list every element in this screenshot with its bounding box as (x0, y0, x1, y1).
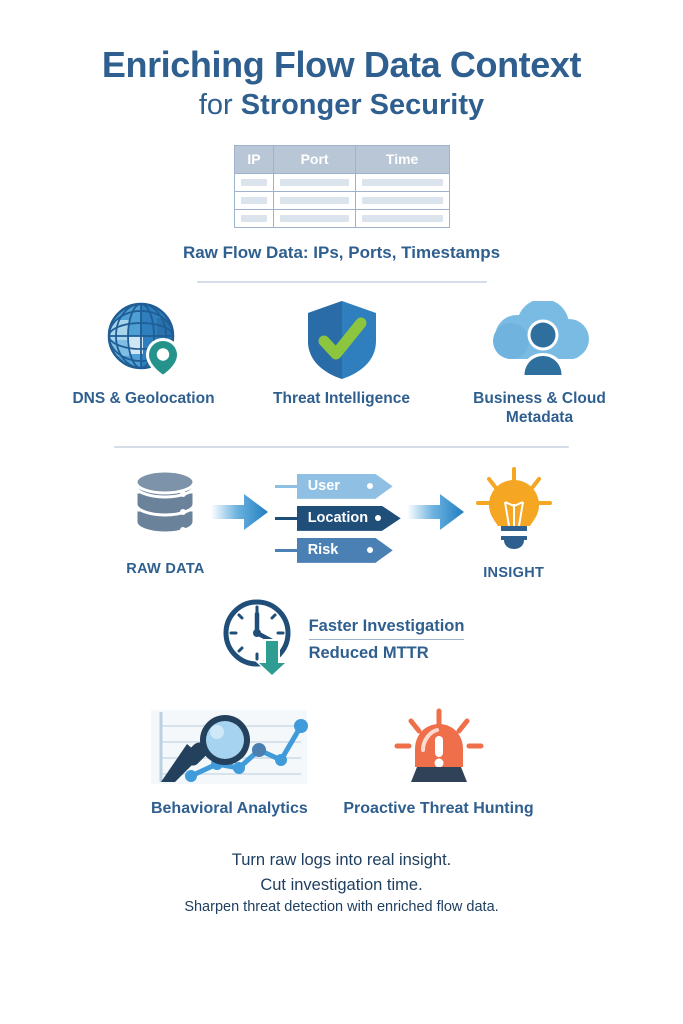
footer-line-3: Sharpen threat detection with enriched f… (184, 899, 499, 916)
placeholder-bar (240, 215, 268, 223)
pipeline-arrow-2 (406, 466, 465, 537)
source-threat-intelligence: Threat Intelligence (262, 297, 422, 428)
benefit-line-2: Reduced MTTR (308, 644, 429, 663)
benefit-block: Faster Investigation Reduced MTTR (0, 597, 683, 684)
divider-top (196, 281, 487, 284)
divider-middle (114, 445, 569, 448)
placeholder-bar (361, 197, 443, 205)
enrichment-sources: DNS & Geolocation Threat Intelligence (0, 297, 683, 428)
source-dns-geolocation: DNS & Geolocation (64, 297, 224, 428)
table-row (233, 209, 450, 229)
table-cell (273, 173, 356, 193)
placeholder-bar (280, 215, 349, 223)
benefit-text: Faster Investigation Reduced MTTR (308, 617, 465, 663)
placeholder-bar (361, 215, 443, 223)
placeholder-bar (280, 197, 349, 205)
tag-risk: Risk (296, 537, 393, 563)
chart-magnifier-icon (149, 706, 309, 786)
tag-row-user: User (274, 473, 401, 499)
tag-row-location: Location (274, 505, 401, 531)
title-line-2: for Stronger Security (0, 87, 683, 125)
raw-flow-caption: Raw Flow Data: IPs, Ports, Timestamps (182, 243, 501, 263)
table-cell (233, 191, 275, 211)
outcome-label-threat-hunting: Proactive Threat Hunting (343, 799, 534, 817)
tag-label-location: Location (307, 510, 369, 527)
placeholder-bar (280, 179, 349, 187)
table-row (233, 173, 450, 193)
footer-text: Turn raw logs into real insight. Cut inv… (0, 848, 683, 919)
table-header-row: IP Port Time (233, 145, 450, 175)
tag-location: Location (296, 505, 401, 531)
tag-dot (366, 547, 373, 554)
table-header-time: Time (354, 145, 450, 175)
title-line-2-bold: Stronger Security (240, 89, 485, 122)
pipeline-arrow-1 (210, 466, 269, 537)
tag-stem (274, 516, 297, 520)
table-cell (354, 209, 450, 229)
table-cell (354, 173, 450, 193)
tag-dot (366, 483, 373, 490)
cloud-user-icon (460, 297, 620, 383)
right-arrow-icon (210, 493, 268, 530)
insight-label: INSIGHT (483, 564, 545, 581)
table-cell (354, 191, 450, 211)
table-cell (233, 173, 275, 193)
shield-check-icon (262, 297, 422, 383)
globe-pin-icon (64, 297, 224, 383)
enrichment-tags: User Location Risk (274, 466, 401, 563)
table-cell (273, 191, 356, 211)
placeholder-bar (240, 179, 268, 187)
right-arrow-icon (406, 493, 464, 530)
tag-label-risk: Risk (307, 542, 339, 559)
source-label-cloud: Business & Cloud Metadata (473, 390, 606, 427)
title-line-1: Enriching Flow Data Context (101, 44, 582, 85)
table-cell (273, 209, 356, 229)
benefit-line-1: Faster Investigation (308, 617, 465, 641)
pipeline-insight: INSIGHT (471, 466, 557, 581)
enrichment-pipeline: RAW DATA User (0, 466, 683, 581)
lightbulb-icon (471, 466, 557, 557)
table-header-ip: IP (233, 145, 275, 175)
database-icon (126, 466, 204, 553)
tag-user: User (296, 473, 393, 499)
clock-down-arrow-icon (219, 597, 305, 684)
placeholder-bar (361, 179, 443, 187)
tag-stem (274, 548, 297, 552)
table-cell (233, 209, 275, 229)
raw-flow-table: IP Port Time (233, 145, 450, 229)
source-label-threat: Threat Intelligence (273, 390, 410, 408)
source-business-cloud-metadata: Business & Cloud Metadata (460, 297, 620, 428)
raw-data-label: RAW DATA (126, 560, 205, 577)
tag-label-user: User (307, 478, 340, 495)
footer-line-1: Turn raw logs into real insight. (231, 850, 452, 869)
outcome-proactive-threat-hunting: Proactive Threat Hunting (343, 706, 534, 818)
page-title: Enriching Flow Data Context for Stronger… (0, 0, 683, 125)
outcome-behavioral-analytics: Behavioral Analytics (149, 706, 309, 818)
placeholder-bar (240, 197, 268, 205)
table-header-port: Port (273, 145, 356, 175)
outcome-icons: Behavioral Analytics (0, 706, 683, 818)
tag-row-risk: Risk (274, 537, 401, 563)
title-line-2-thin: for (198, 89, 241, 122)
table-row (233, 191, 450, 211)
source-label-dns: DNS & Geolocation (72, 390, 215, 408)
pipeline-raw-data: RAW DATA (126, 466, 204, 577)
raw-flow-table-wrap: IP Port Time (0, 145, 683, 229)
outcome-label-behavioral: Behavioral Analytics (150, 799, 308, 817)
footer-line-2: Cut investigation time. (260, 875, 423, 894)
tag-dot (374, 515, 381, 522)
tag-stem (274, 484, 297, 488)
siren-alert-icon (343, 706, 533, 786)
